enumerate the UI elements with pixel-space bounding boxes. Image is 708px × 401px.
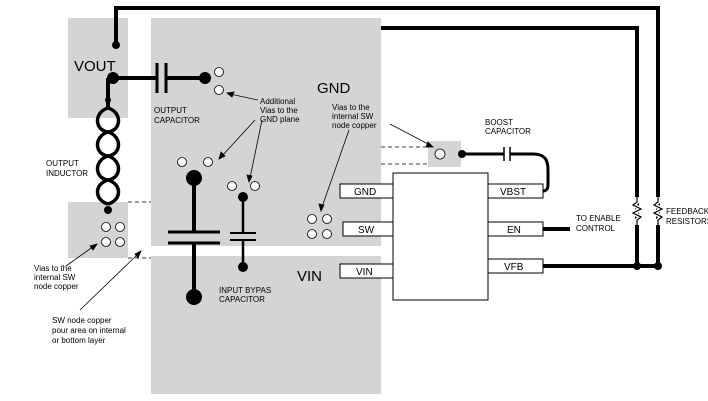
sw-node-copper-center [298,207,343,245]
additional-vias-label-3: GND plane [260,115,300,124]
sw-via-left-1 [101,222,111,232]
boost-capacitor-label-1: BOOST [485,118,513,127]
gnd-label: GND [317,80,351,97]
sw-via-left-3 [101,237,111,247]
boost-capacitor-label-2: CAPACITOR [485,127,531,136]
inductor-sw-dot [104,206,112,214]
output-capacitor-label-1: OUTPUT [154,106,187,115]
sw-via-center-2 [322,214,332,224]
pin-vin-box [339,263,394,279]
sw-via-left-2 [115,222,125,232]
feedback-trace-outer [114,6,660,266]
output-inductor-label-2: INDUCTOR [46,169,88,178]
gnd-via-4 [203,157,213,167]
vias-sw-left-label-2: internal SW [34,273,76,282]
vout-trace-dot [112,41,120,49]
sw-via-left-4 [115,237,125,247]
pin-vfb-label: VFB [504,262,524,273]
input-bypass-label-2: CAPACITOR [219,295,265,304]
input-bypass-label-1: INPUT BYPAS [219,286,271,295]
sw-via-center-3 [307,229,317,239]
output-inductor-label-1: OUTPUT [46,159,79,168]
annotation-arrows [65,91,434,311]
ic-body [392,172,489,301]
vout-label: VOUT [74,58,116,75]
vias-sw-top-label-1: Vias to the [332,103,370,112]
feedback-resistors-label-1: FEEDBACK [666,207,708,216]
feedback-resistors-label-2: RESISTORS [666,217,708,226]
pin-sw-box [342,221,394,237]
sw-via-center-4 [322,229,332,239]
vout-via-below [105,97,111,103]
additional-vias-label-1: Additional [260,97,295,106]
gnd-via-5 [227,181,237,191]
gnd-node-dot [199,72,211,84]
gnd-via-6 [250,181,260,191]
pin-gnd-label: GND [354,187,376,198]
vias-sw-top-label-2: internal SW [332,112,374,121]
vin-copper-area [151,256,381,394]
bypass-cap-1-vin-dot [186,289,202,305]
additional-vias-label-2: Vias to the [260,106,298,115]
vias-sw-left-label-3: node copper [34,282,79,291]
feedback-resistor-2-symbol [652,197,664,225]
bypass-cap-2-vin-dot [238,262,248,272]
pin-gnd-box [339,183,394,199]
feedback-trace-inner [381,26,639,266]
boost-via [434,148,446,160]
enable-control-label-1: TO ENABLE [576,214,621,223]
sw-node-pour-label-2: pour area on internal [52,326,126,335]
boost-trace-right [510,152,550,193]
pin-en-label: EN [507,225,521,236]
vias-sw-left-label-1: Vias to the [34,264,72,273]
vias-sw-top-label-3: node copper [332,121,377,130]
pin-vbst-label: VBST [500,187,526,198]
enable-control-label-2: CONTROL [576,224,616,233]
vin-label: VIN [297,268,322,285]
gnd-copper-area [151,18,381,246]
sw-node-pour-label-3: or bottom layer [52,336,106,345]
gnd-via-2 [214,85,224,95]
gnd-via-3 [177,157,187,167]
sw-via-center-1 [307,214,317,224]
pin-vin-label: VIN [356,267,373,278]
vfb-junction-dot-1 [633,262,641,270]
gnd-via-1 [214,67,224,77]
pin-vfb-box [487,258,544,274]
vfb-junction-dot-2 [654,262,662,270]
sw-node-pour-label-1: SW node copper [52,316,112,325]
feedback-resistor-1-symbol [631,197,643,225]
pin-sw-label: SW [358,225,375,236]
output-inductor [95,106,121,206]
output-capacitor-label-2: CAPACITOR [154,116,200,125]
